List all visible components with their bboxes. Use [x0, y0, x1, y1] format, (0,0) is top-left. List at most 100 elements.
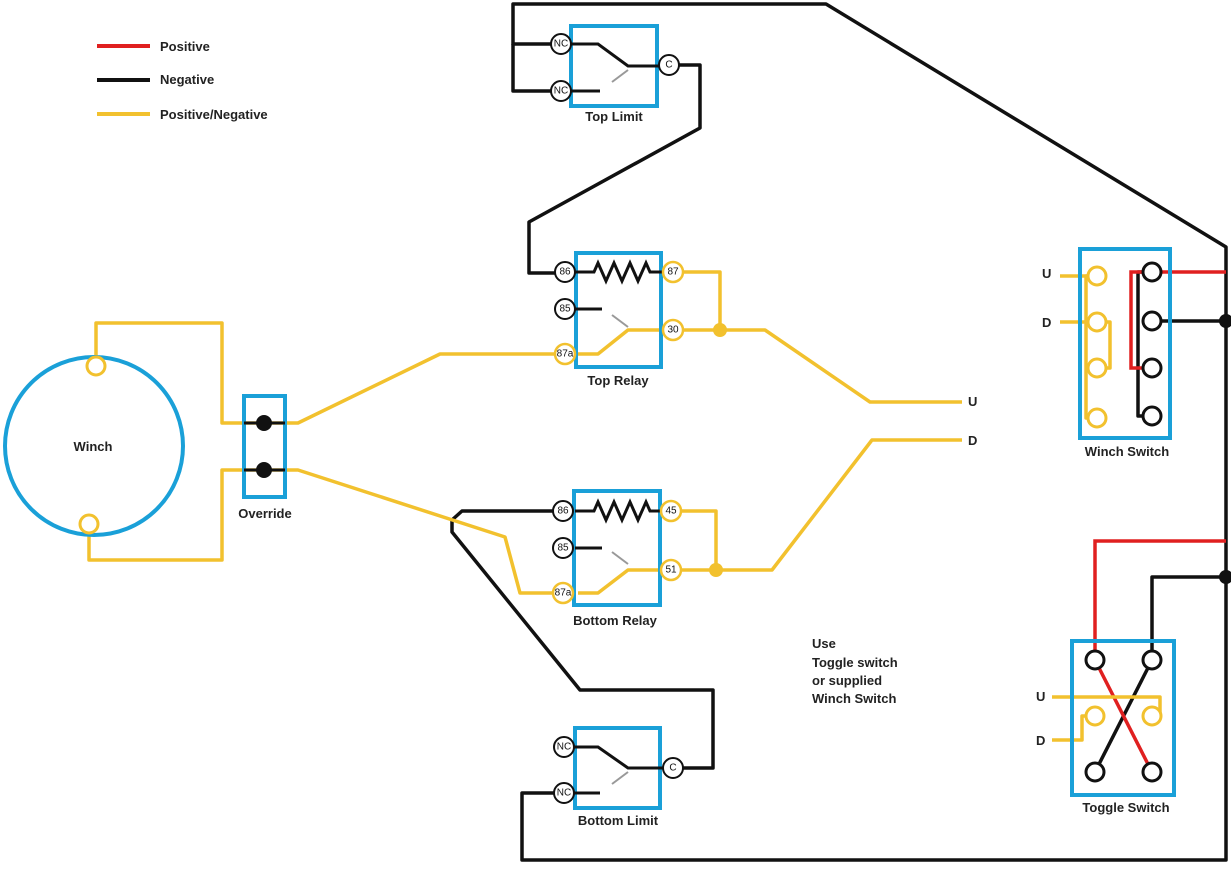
- wire-bottom-relay-to-limit: [450, 509, 715, 770]
- note-line-1: Use: [812, 636, 836, 651]
- toggle-switch-d-label: D: [1036, 733, 1045, 748]
- wire-winch-switch-bridge: [1136, 270, 1152, 418]
- svg-text:87a: 87a: [557, 349, 574, 360]
- bottom-limit-label: Bottom Limit: [578, 813, 659, 828]
- winch-switch-y4: [1086, 407, 1108, 429]
- legend: Positive Negative Positive/Negative: [97, 39, 268, 122]
- toggle-switch: U D Toggle Switch: [1036, 639, 1176, 815]
- wire-bottom-relay-45: [676, 509, 718, 570]
- wire-override-to-bottom-relay: [263, 468, 560, 595]
- bottom-relay-87a: [551, 581, 575, 605]
- top-limit-label: Top Limit: [585, 109, 643, 124]
- winch-terminal-top: [85, 355, 107, 377]
- winch-switch-y2: [1086, 311, 1108, 333]
- svg-text:C: C: [669, 763, 676, 774]
- toggle-switch-u-label: U: [1036, 689, 1045, 704]
- winch: Winch: [3, 355, 185, 537]
- toggle-switch-mr: [1141, 705, 1163, 727]
- override: Override: [238, 394, 292, 521]
- wire-top-relay-internal: [578, 328, 676, 356]
- winch-switch-label: Winch Switch: [1085, 444, 1169, 459]
- toggle-switch-tr: [1141, 649, 1163, 671]
- top-limit-c: [658, 54, 680, 76]
- toggle-switch-bl: [1084, 761, 1106, 783]
- junction-top: [713, 323, 727, 337]
- wire-toggle-positive: [1093, 539, 1226, 660]
- winch-switch-d-label: D: [1042, 315, 1051, 330]
- winch-switch-y3: [1086, 357, 1108, 379]
- wire-toggle-cross-pos: [1093, 659, 1154, 773]
- wire-top-relay-to-u: [676, 328, 962, 404]
- usage-note: Use Toggle switch or supplied Winch Swit…: [812, 636, 898, 706]
- bottom-relay-85: [552, 537, 574, 559]
- winch-switch-b4: [1141, 405, 1163, 427]
- wire-winch-bottom: [87, 468, 263, 562]
- junction-winch-switch: [1219, 314, 1231, 328]
- wire-outer-loop: [511, 2, 1228, 862]
- winch-switch-b3: [1141, 357, 1163, 379]
- override-label: Override: [238, 506, 291, 521]
- top-limit: NC NC C Top Limit: [550, 24, 680, 124]
- svg-text:87: 87: [667, 267, 679, 278]
- toggle-switch-tl: [1084, 649, 1106, 671]
- wire-top-limit-to-relay: [527, 63, 702, 275]
- junction-bottom: [709, 563, 723, 577]
- svg-text:NC: NC: [557, 742, 571, 753]
- note-line-2: Toggle switch: [812, 655, 898, 670]
- wire-top-relay-87: [676, 270, 722, 330]
- wire-toggle-negative: [1150, 575, 1226, 660]
- top-limit-nc1: [550, 33, 572, 55]
- top-relay: 86 85 87a 87 30 Top Relay: [553, 251, 685, 388]
- winch-label: Winch: [74, 439, 113, 454]
- bottom-relay-86: [552, 500, 574, 522]
- wire-bottom-relay-to-d: [676, 438, 962, 572]
- override-terminal-top: [256, 415, 272, 431]
- bottom-relay-label: Bottom Relay: [573, 613, 658, 628]
- svg-text:30: 30: [667, 325, 679, 336]
- top-relay-87: [661, 260, 685, 284]
- junction-toggle: [1219, 570, 1231, 584]
- wire-override-to-top-relay: [263, 352, 560, 425]
- winch-switch: U D Winch Switch: [1042, 247, 1172, 459]
- svg-text:86: 86: [559, 267, 571, 278]
- wire-winch-switch-y1: [1084, 274, 1097, 420]
- top-relay-85: [554, 298, 576, 320]
- bottom-relay-45: [659, 499, 683, 523]
- bottom-limit-c: [662, 757, 684, 779]
- svg-text:51: 51: [665, 565, 677, 576]
- legend-posneg-label: Positive/Negative: [160, 107, 268, 122]
- svg-text:85: 85: [559, 304, 571, 315]
- winch-switch-b1: [1141, 261, 1163, 283]
- wire-top-limit-nc2: [511, 44, 560, 93]
- top-relay-86: [554, 261, 576, 283]
- override-box: [242, 394, 287, 499]
- output-u-label: U: [968, 394, 977, 409]
- output-d-label: D: [968, 433, 977, 448]
- legend-negative-label: Negative: [160, 72, 214, 87]
- svg-text:NC: NC: [557, 788, 571, 799]
- note-line-4: Winch Switch: [812, 691, 896, 706]
- svg-text:C: C: [665, 60, 672, 71]
- svg-text:NC: NC: [554, 86, 568, 97]
- top-relay-label: Top Relay: [587, 373, 649, 388]
- junctions: [709, 314, 1231, 584]
- override-terminal-bottom: [256, 462, 272, 478]
- toggle-switch-br: [1141, 761, 1163, 783]
- bottom-relay-51: [659, 558, 683, 582]
- bottom-relay: 86 85 87a 45 51 Bottom Relay: [551, 489, 683, 628]
- toggle-switch-ml: [1084, 705, 1106, 727]
- note-line-3: or supplied: [812, 673, 882, 688]
- winch-switch-b2: [1141, 310, 1163, 332]
- winch-switch-box: [1078, 247, 1172, 440]
- wire-winch-top: [94, 321, 263, 425]
- svg-text:87a: 87a: [555, 588, 572, 599]
- svg-text:45: 45: [665, 506, 677, 517]
- svg-text:85: 85: [557, 543, 569, 554]
- svg-text:86: 86: [557, 506, 569, 517]
- bottom-relay-coil: [575, 498, 666, 524]
- legend-positive-label: Positive: [160, 39, 210, 54]
- wire-bottom-relay-internal: [578, 568, 676, 595]
- toggle-switch-label: Toggle Switch: [1082, 800, 1169, 815]
